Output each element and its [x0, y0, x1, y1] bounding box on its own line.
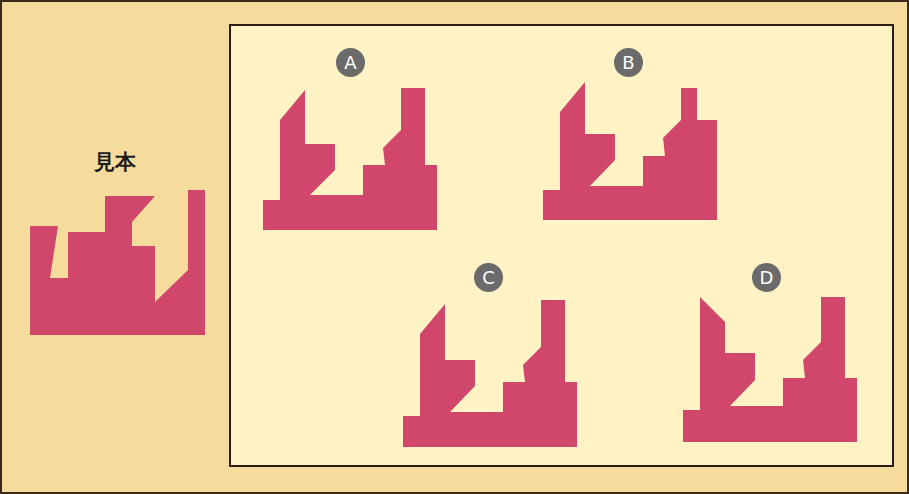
option-letter: C	[482, 269, 495, 287]
option-shape	[263, 88, 437, 230]
option-letter: B	[622, 54, 634, 72]
option-badge: D	[752, 263, 781, 292]
option-letter: A	[344, 54, 356, 72]
option-shape	[683, 297, 857, 442]
option-badge: B	[614, 48, 643, 77]
option-letter: D	[760, 269, 774, 287]
option-shape	[543, 82, 717, 220]
sample-label: 見本	[94, 148, 136, 176]
sample-shape	[30, 190, 205, 335]
option-badge: C	[474, 263, 503, 292]
inner-panel	[230, 25, 893, 466]
option-shape	[403, 300, 577, 447]
option-badge: A	[336, 48, 365, 77]
